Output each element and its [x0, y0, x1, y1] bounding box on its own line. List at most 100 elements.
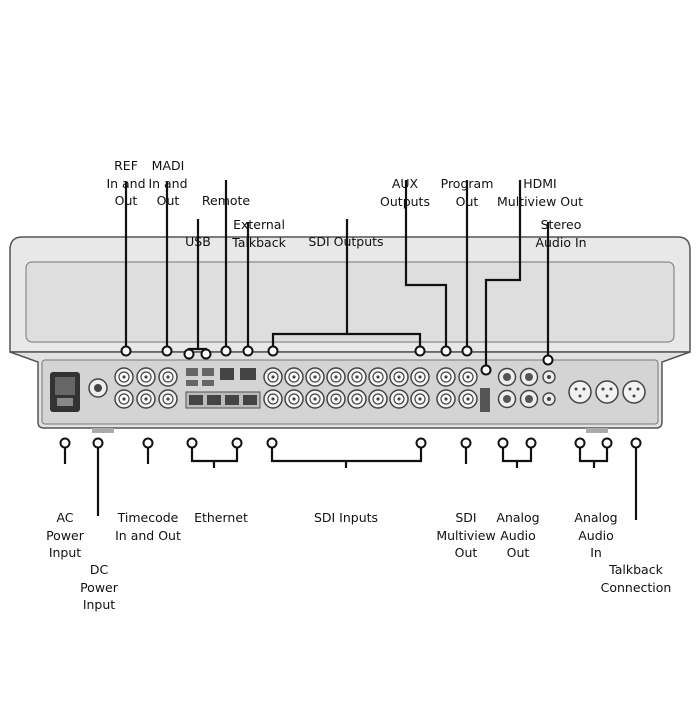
bnc-connector [326, 367, 346, 387]
ac-inlet [50, 372, 80, 412]
label-sdi-outputs: SDI Outputs [308, 234, 384, 249]
bnc-connector [458, 389, 478, 409]
leader-line [270, 443, 423, 463]
leader-dot [92, 437, 104, 449]
bnc-connector [263, 367, 283, 387]
label-sdi-inputs: SDI Inputs [313, 510, 379, 525]
leader-dot [480, 364, 492, 376]
leader-line [347, 332, 422, 351]
leader-dot [460, 437, 472, 449]
leader-line [190, 443, 239, 463]
label-ethernet: Ethernet [194, 510, 248, 525]
leader-line [271, 219, 349, 351]
leader-dot [497, 437, 509, 449]
bnc-connector [368, 389, 388, 409]
bnc-connector [305, 367, 325, 387]
bnc-connector [114, 367, 134, 387]
dc-inlet [88, 378, 108, 398]
bnc-connector [347, 389, 367, 409]
bnc-connector [458, 367, 478, 387]
bnc-connector [326, 389, 346, 409]
leader-dots [59, 345, 642, 449]
leader-dot [415, 437, 427, 449]
usb-ports [186, 368, 214, 386]
leader-dot [220, 345, 232, 357]
xlr-connector [595, 380, 619, 404]
leader-dot [120, 345, 132, 357]
leader-dot [525, 437, 537, 449]
ethernet-ports [185, 391, 261, 409]
foot-right [586, 428, 608, 433]
bnc-connector [389, 389, 409, 409]
leader-dot [161, 345, 173, 357]
label-usb: USB [185, 234, 211, 249]
leader-dot [183, 348, 195, 360]
bnc-connector [389, 367, 409, 387]
leader-line [484, 180, 522, 370]
leader-dot [574, 437, 586, 449]
trs-jack [497, 389, 517, 409]
bnc-connector [158, 389, 178, 409]
ext-talkback-port [240, 368, 256, 380]
bnc-connector [410, 367, 430, 387]
bnc-connector [158, 367, 178, 387]
leader-line [404, 180, 448, 351]
bnc-connector [368, 367, 388, 387]
bnc-connector [136, 389, 156, 409]
leader-dot [601, 437, 613, 449]
bnc-connector [436, 389, 456, 409]
leader-dot [414, 345, 426, 357]
rear-panel-face [41, 359, 659, 425]
xlr-connector [622, 380, 646, 404]
leader-dot [542, 354, 554, 366]
leader-dot [267, 345, 279, 357]
label-remote: Remote [201, 193, 251, 208]
leader-lines [63, 180, 638, 520]
leader-dot [142, 437, 154, 449]
bnc-connector [114, 389, 134, 409]
bnc-connector [410, 389, 430, 409]
bnc-connector [136, 367, 156, 387]
xlr-connector [568, 380, 592, 404]
rca-jack [542, 392, 556, 406]
bnc-connector [284, 389, 304, 409]
leader-dot [59, 437, 71, 449]
bnc-connector [263, 389, 283, 409]
leader-dot [266, 437, 278, 449]
trs-jack [519, 367, 539, 387]
bnc-connector [305, 389, 325, 409]
bnc-connector [436, 367, 456, 387]
trs-jack [519, 389, 539, 409]
leader-dot [440, 345, 452, 357]
leader-dot [630, 437, 642, 449]
lid-inner-panel [25, 261, 675, 343]
leader-dot [461, 345, 473, 357]
hdmi-port [480, 388, 490, 412]
audio-connectors [497, 367, 646, 409]
bnc-connector [347, 367, 367, 387]
trs-jack [497, 367, 517, 387]
rca-jack [542, 370, 556, 384]
leader-dot [231, 437, 243, 449]
bnc-connector [284, 367, 304, 387]
leader-dot [242, 345, 254, 357]
remote-port [220, 368, 234, 380]
leader-dot [186, 437, 198, 449]
foot-left [92, 428, 114, 433]
